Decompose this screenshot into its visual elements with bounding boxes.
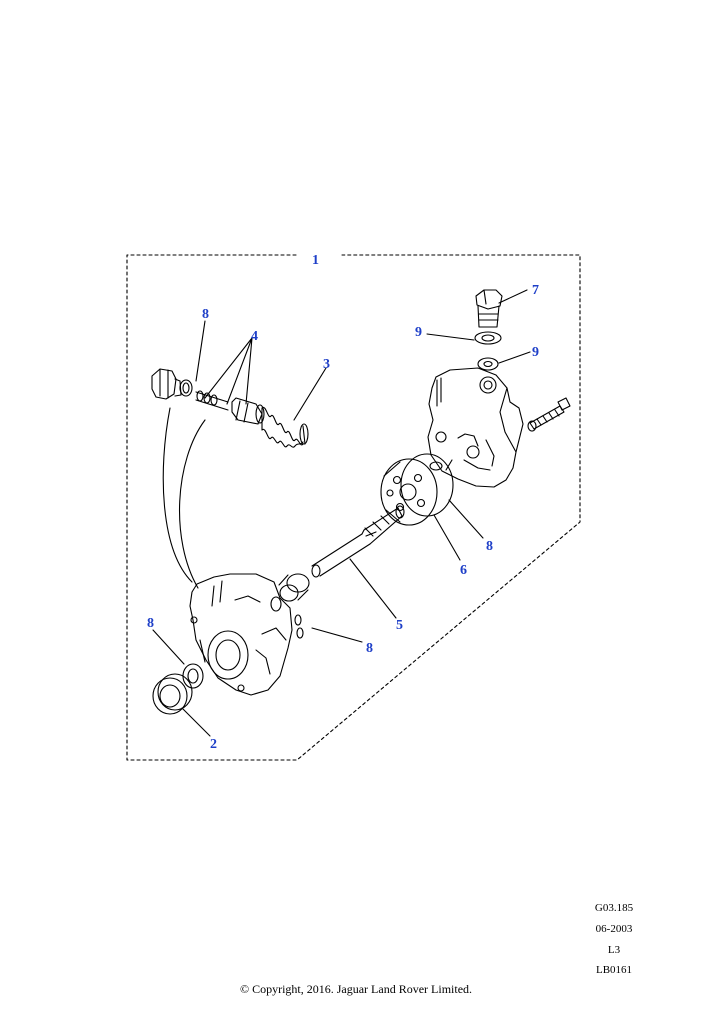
valve-cap-plug: [151, 368, 182, 400]
assembly-guide-curves: [162, 407, 206, 589]
banjo-bolt-part: [475, 289, 503, 328]
callout-6: 6: [460, 563, 467, 578]
relief-spring-part: [261, 406, 309, 448]
leader-lines: [152, 289, 531, 737]
sealing-washer-lower: [477, 357, 499, 371]
rear-cover-housing: [427, 367, 524, 488]
callout-1: 1: [312, 253, 319, 268]
mounting-bolt: [527, 397, 571, 432]
callout-9-lower: 9: [532, 345, 539, 360]
flow-valve-spool: [195, 390, 265, 425]
drawing-date: 06-2003: [595, 923, 633, 935]
callout-3: 3: [323, 357, 330, 372]
shaft-bush: [278, 573, 310, 602]
dowel-ring-side: [429, 461, 443, 471]
callout-8-body: 8: [147, 616, 154, 631]
drive-shaft-part: [311, 505, 405, 578]
drawing-level: L3: [607, 944, 621, 956]
callout-5: 5: [396, 618, 403, 633]
callout-8-dowel: 8: [366, 641, 373, 656]
shaft-seal-part: [152, 673, 193, 715]
callout-8-valve: 8: [202, 307, 209, 322]
drawing-code: LB0161: [595, 964, 633, 976]
callout-2: 2: [210, 737, 217, 752]
o-ring-body: [182, 663, 204, 689]
callout-4: 4: [251, 329, 258, 344]
dowel-pins-lower: [294, 614, 304, 639]
callout-8-ring: 8: [486, 539, 493, 554]
assembly-boundary-dashed: [126, 254, 581, 761]
o-ring-valve: [179, 379, 193, 397]
pump-body-housing: [189, 573, 293, 696]
copyright-notice: © Copyright, 2016. Jaguar Land Rover Lim…: [239, 982, 473, 996]
callout-9-upper: 9: [415, 325, 422, 340]
callout-7: 7: [532, 283, 539, 298]
rotor-ring-part: [380, 453, 454, 526]
drawing-reference: G03.185: [594, 902, 634, 914]
sealing-washer-upper: [474, 331, 502, 345]
